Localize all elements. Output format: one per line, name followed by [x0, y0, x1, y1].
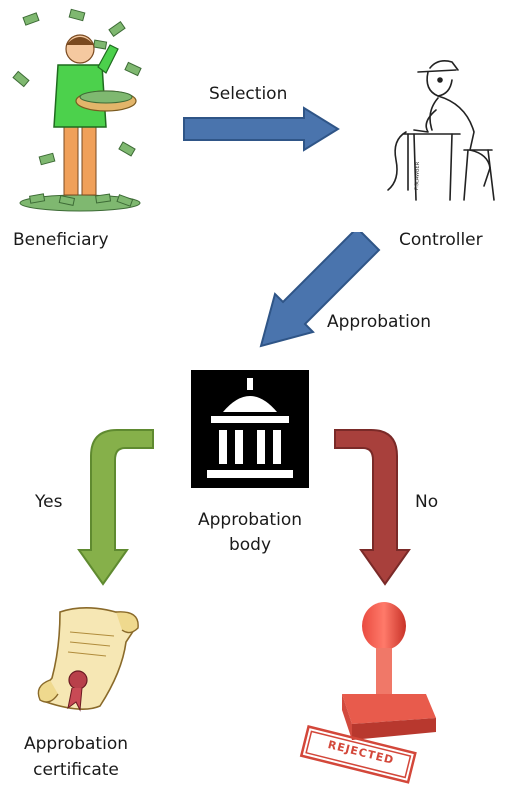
approbation-arrow	[259, 232, 381, 348]
rejected-stamp-icon	[299, 602, 436, 784]
certificate-scroll-icon	[37, 607, 139, 712]
beneficiary-illustration	[12, 8, 142, 212]
selection-label: Selection	[209, 84, 288, 104]
beneficiary-label: Beneficiary	[13, 230, 109, 250]
government-building-icon	[191, 370, 309, 488]
yes-arrow	[77, 429, 154, 586]
approbation-label: Approbation	[327, 312, 432, 332]
selection-arrow	[183, 106, 340, 152]
yes-label: Yes	[35, 492, 63, 512]
certificate-label-line2: certificate	[33, 760, 119, 780]
controller-label: Controller	[399, 230, 483, 250]
controller-illustration: P.SLAWBER	[387, 60, 495, 201]
no-label: No	[415, 492, 439, 512]
svg-text:P.SLAWBER: P.SLAWBER	[414, 161, 421, 190]
approbation-body-label-line2: body	[228, 535, 272, 555]
certificate-label-line1: Approbation	[23, 734, 129, 754]
approbation-body-label-line1: Approbation	[197, 510, 303, 530]
no-arrow	[334, 429, 411, 586]
